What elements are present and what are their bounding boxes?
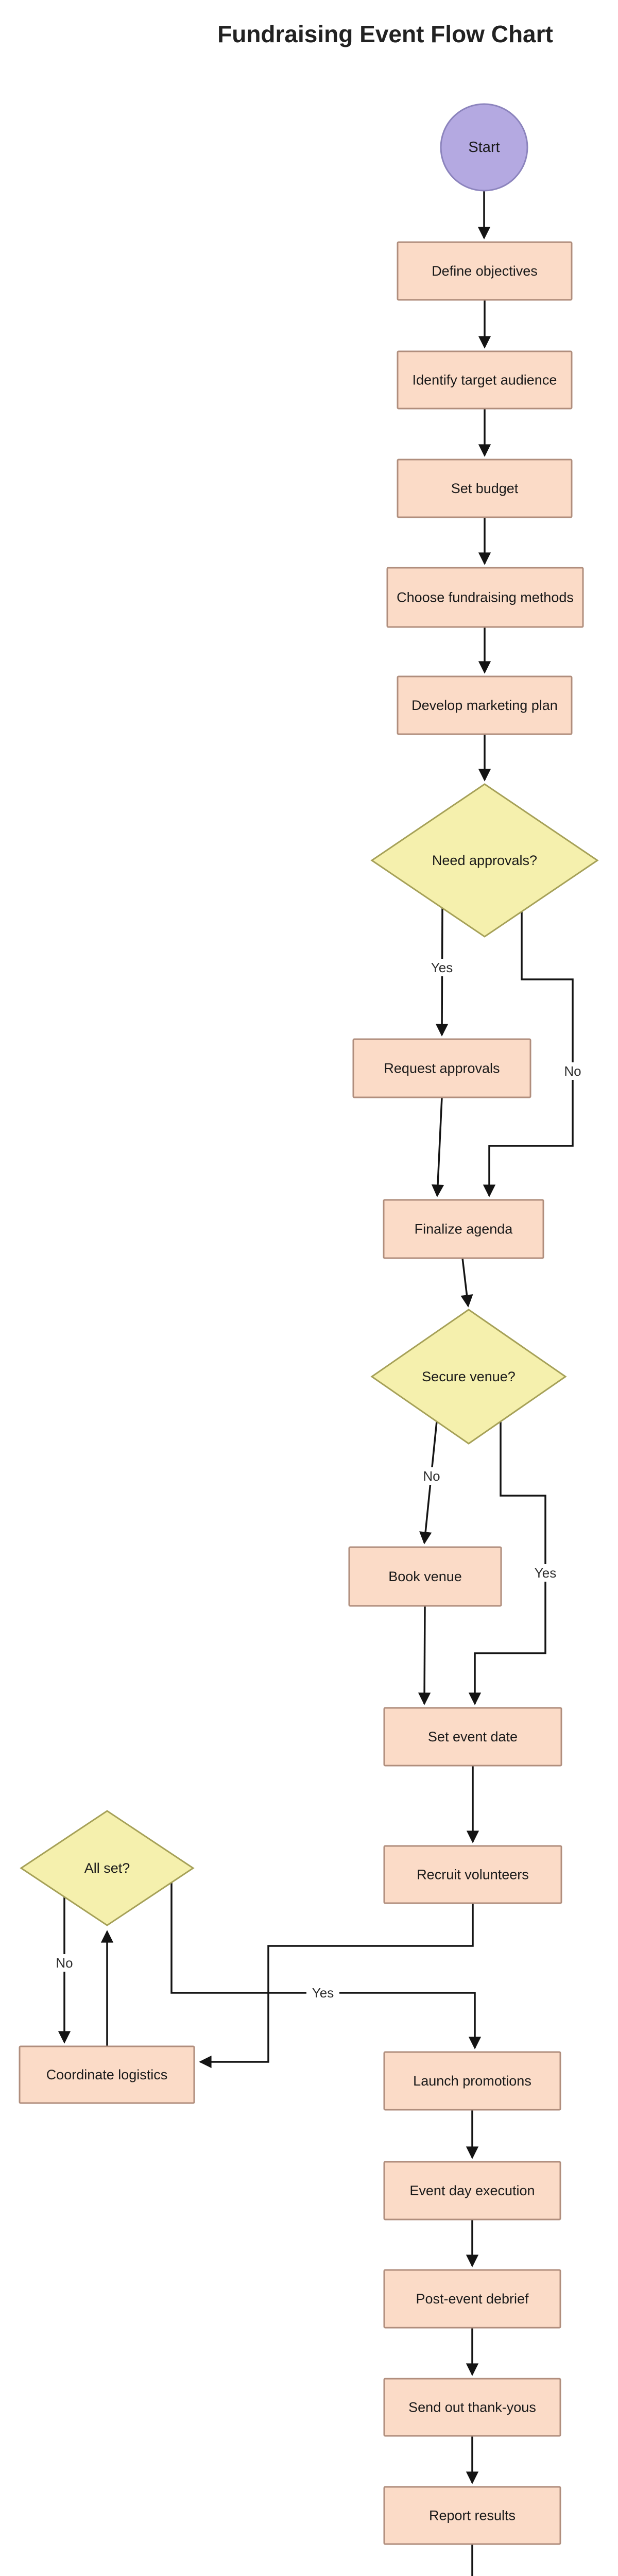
edge-label-all-set-to-coordinate-logistics: No: [56, 1955, 73, 1971]
node-label-event-day-execution: Event day execution: [409, 2183, 535, 2198]
node-event-day-execution: Event day execution: [383, 2161, 561, 2221]
node-book-venue: Book venue: [348, 1546, 502, 1607]
edge-all-set-to-launch-promotions: [170, 1883, 482, 2049]
node-post-event-debrief: Post-event debrief: [383, 2269, 561, 2329]
node-shape-request-approvals: [352, 1038, 531, 1098]
node-label-set-budget: Set budget: [451, 481, 519, 496]
node-recruit-volunteers: Recruit volunteers: [383, 1845, 562, 1904]
node-label-post-event-debrief: Post-event debrief: [416, 2291, 529, 2307]
node-label-identify-target-audience: Identify target audience: [413, 372, 557, 388]
edge-label-bg-all-set-to-launch-promotions: [306, 1984, 339, 2002]
node-request-approvals: Request approvals: [352, 1038, 531, 1098]
edge-finalize-agenda-to-secure-venue: [460, 1258, 473, 1308]
node-coordinate-logistics: Coordinate logistics: [19, 2045, 195, 2104]
node-label-coordinate-logistics: Coordinate logistics: [46, 2067, 168, 2082]
node-label-finalize-agenda: Finalize agenda: [415, 1222, 513, 1237]
node-shape-finalize-agenda: [383, 1199, 544, 1259]
node-shape-define-objectives: [397, 241, 573, 301]
node-shape-book-venue: [348, 1546, 502, 1607]
node-shape-coordinate-logistics: [19, 2045, 195, 2104]
node-shape-send-out-thank-yous: [383, 2378, 561, 2437]
node-label-need-approvals: Need approvals?: [432, 853, 537, 868]
node-label-book-venue: Book venue: [388, 1569, 462, 1584]
node-label-launch-promotions: Launch promotions: [413, 2073, 531, 2089]
node-shape-choose-fundraising-methods: [386, 567, 584, 628]
node-shape-secure-venue: [370, 1309, 567, 1445]
page-title: Fundraising Event Flow Chart: [217, 21, 553, 47]
node-shape-set-budget: [397, 459, 573, 518]
edge-request-approvals-to-finalize-agenda: [431, 1097, 444, 1197]
edge-label-bg-need-approvals-to-finalize-agenda: [560, 1062, 585, 1080]
node-label-choose-fundraising-methods: Choose fundraising methods: [397, 590, 574, 605]
node-identify-target-audience: Identify target audience: [397, 350, 573, 410]
node-label-send-out-thank-yous: Send out thank-yous: [408, 2400, 536, 2415]
edge-label-bg-secure-venue-to-book-venue: [419, 1467, 444, 1485]
node-send-out-thank-yous: Send out thank-yous: [383, 2378, 561, 2437]
node-choose-fundraising-methods: Choose fundraising methods: [386, 567, 584, 628]
edge-label-secure-venue-to-book-venue: No: [423, 1468, 440, 1484]
node-label-request-approvals: Request approvals: [384, 1061, 500, 1076]
node-shape-identify-target-audience: [397, 350, 573, 410]
node-start: Start: [440, 103, 528, 192]
edge-label-bg-all-set-to-coordinate-logistics: [52, 1954, 77, 1972]
node-shape-report-results: [383, 2486, 561, 2545]
node-label-set-event-date: Set event date: [428, 1729, 518, 1744]
node-shape-post-event-debrief: [383, 2269, 561, 2329]
node-label-develop-marketing-plan: Develop marketing plan: [411, 698, 558, 713]
node-label-secure-venue: Secure venue?: [422, 1369, 516, 1384]
node-shape-set-event-date: [383, 1707, 562, 1767]
node-define-objectives: Define objectives: [397, 241, 573, 301]
node-shape-all-set: [20, 1810, 195, 1926]
node-label-recruit-volunteers: Recruit volunteers: [417, 1867, 529, 1883]
node-label-define-objectives: Define objectives: [432, 263, 538, 279]
node-all-set: All set?: [20, 1810, 195, 1926]
node-develop-marketing-plan: Develop marketing plan: [397, 675, 573, 735]
node-secure-venue: Secure venue?: [370, 1309, 567, 1445]
edge-label-all-set-to-launch-promotions: Yes: [312, 1985, 334, 2001]
node-label-all-set: All set?: [84, 1860, 130, 1876]
node-need-approvals: Need approvals?: [370, 783, 599, 938]
node-report-results: Report results: [383, 2486, 561, 2545]
edge-label-bg-need-approvals-to-request-approvals: [425, 959, 458, 976]
edge-recruit-volunteers-to-coordinate-logistics: [199, 1903, 474, 2069]
edge-label-need-approvals-to-request-approvals: Yes: [431, 960, 453, 975]
edge-label-secure-venue-to-set-event-date: Yes: [535, 1565, 556, 1581]
node-label-report-results: Report results: [429, 2508, 516, 2523]
node-shape-recruit-volunteers: [383, 1845, 562, 1904]
node-set-budget: Set budget: [397, 459, 573, 518]
node-shape-launch-promotions: [383, 2051, 561, 2111]
edge-label-need-approvals-to-finalize-agenda: No: [564, 1063, 581, 1079]
node-finalize-agenda: Finalize agenda: [383, 1199, 544, 1259]
node-set-event-date: Set event date: [383, 1707, 562, 1767]
edge-book-venue-to-set-event-date: [418, 1605, 431, 1705]
node-shape-need-approvals: [370, 783, 599, 938]
node-shape-event-day-execution: [383, 2161, 561, 2221]
edge-label-bg-secure-venue-to-set-event-date: [529, 1564, 562, 1582]
node-shape-develop-marketing-plan: [397, 675, 573, 735]
node-launch-promotions: Launch promotions: [383, 2051, 561, 2111]
node-shape-start: [440, 103, 528, 192]
node-label-start: Start: [468, 139, 500, 156]
